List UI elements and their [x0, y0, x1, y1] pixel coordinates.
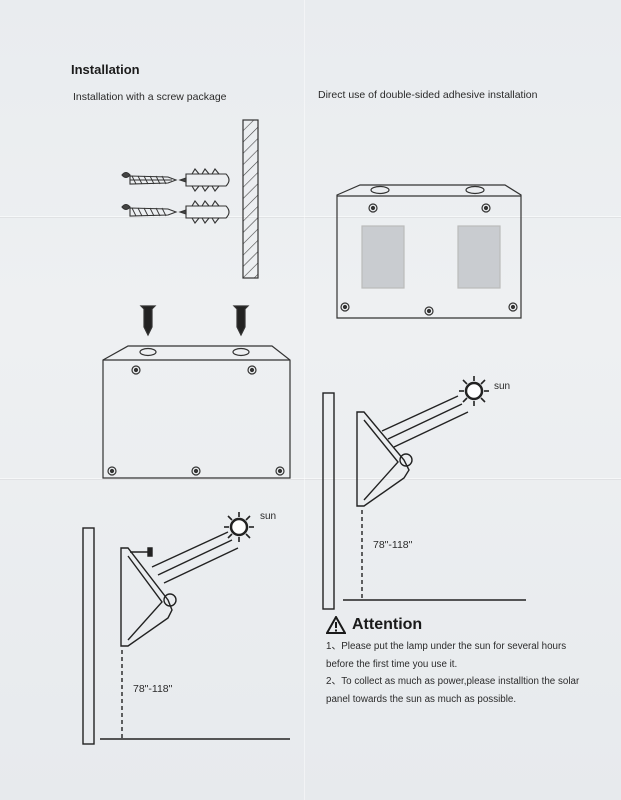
lamp-side-profile — [356, 411, 410, 507]
adhesive-pad — [361, 225, 405, 289]
wall-section — [242, 119, 259, 279]
screw-icon — [121, 171, 178, 185]
paper-fold — [0, 478, 621, 479]
attention-section: Attention 1、Please put the lamp under th… — [326, 616, 586, 708]
lamp-front-view-screwed — [102, 305, 291, 479]
adhesive-pad — [457, 225, 501, 289]
screw-icon — [121, 203, 178, 217]
sun-label: sun — [260, 511, 277, 522]
anchor-icon — [178, 200, 230, 224]
paper-fold — [304, 0, 305, 800]
screw-icon — [139, 305, 157, 337]
adhesive-install-heading: Direct use of double-sided adhesive inst… — [318, 89, 538, 101]
sun-label: sun — [494, 381, 511, 392]
attention-note-1: 1、Please put the lamp under the sun for … — [326, 641, 567, 670]
screw-install-heading: Installation with a screw package — [73, 91, 227, 103]
attention-note-2: 2、To collect as much as power,please ins… — [326, 676, 580, 705]
lamp-side-profile — [120, 547, 173, 647]
wall-profile — [322, 392, 335, 610]
screw-anchor-set — [121, 168, 230, 224]
wall-profile — [82, 527, 95, 745]
sun-icon — [224, 512, 254, 542]
sun-ray — [393, 411, 469, 448]
page-title: Installation — [71, 62, 140, 77]
screw-icon — [130, 547, 153, 557]
sun-icon — [459, 376, 489, 406]
sun-ray — [163, 547, 239, 584]
paper-fold — [0, 216, 621, 217]
attention-title: Attention — [352, 616, 423, 633]
sun-ray — [157, 539, 233, 576]
mount-height-label: 78"-118" — [133, 683, 173, 695]
mount-height-label: 78"-118" — [373, 539, 413, 551]
warning-icon — [326, 616, 346, 634]
side-view-adhesive — [322, 376, 526, 610]
sun-ray — [387, 403, 463, 440]
side-view-screwed — [82, 512, 290, 745]
sun-ray — [381, 395, 459, 432]
lamp-front-view-adhesive — [336, 184, 522, 319]
sun-ray — [151, 531, 229, 568]
anchor-icon — [178, 168, 230, 192]
screw-icon — [232, 305, 250, 337]
